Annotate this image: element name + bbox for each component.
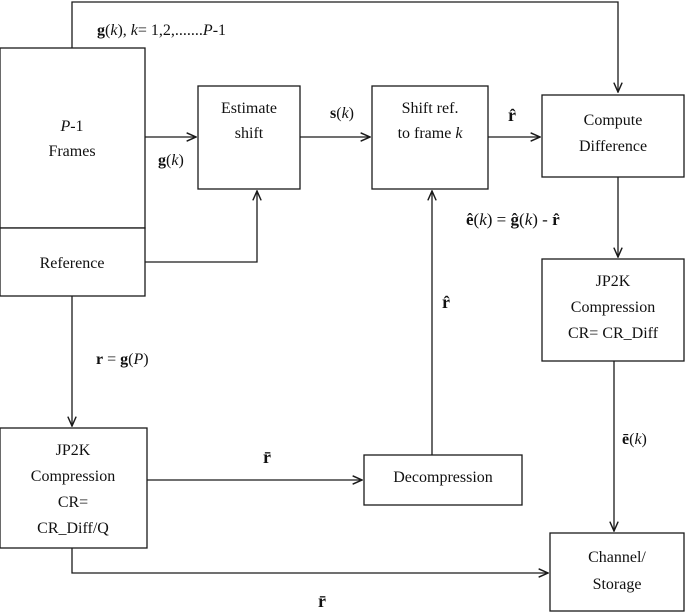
- reference-label: Reference: [40, 255, 105, 272]
- channel-line2: Storage: [593, 576, 642, 593]
- arrow-frames-to-compute: [71, 1, 618, 92]
- frames-box: [0, 47, 146, 229]
- compute-diff-line2: Difference: [579, 138, 647, 155]
- label-r-hat-top: r̂: [508, 105, 516, 125]
- jp2k-ref-line4: CR_Diff/Q: [37, 520, 109, 537]
- channel-storage-box: [549, 532, 685, 612]
- label-s-k: s(k): [330, 105, 354, 122]
- jp2k-diff-line1: JP2K: [596, 273, 631, 290]
- jp2k-ref-line1: JP2K: [56, 442, 91, 459]
- channel-line1: Channel/: [588, 549, 646, 566]
- estimate-shift-box: [197, 85, 301, 190]
- jp2k-ref-box: [0, 427, 148, 549]
- label-r-bar-middle: r̄: [263, 447, 271, 467]
- shift-ref-line2: to frame k: [398, 125, 464, 142]
- arrow-reference-to-estimate: [145, 191, 257, 263]
- decompression-label: Decompression: [393, 469, 493, 486]
- reference-box: [0, 227, 146, 297]
- frames-label-line1: P-1: [59, 118, 83, 135]
- jp2k-diff-box: [541, 258, 685, 362]
- label-r-bar-bottom: r̄: [318, 591, 326, 611]
- label-g-k: g(k): [158, 152, 184, 169]
- jp2k-ref-line3: CR=: [58, 494, 88, 511]
- arrow-jp2k-ref-to-channel: [71, 548, 548, 573]
- estimate-shift-line1: Estimate: [221, 100, 277, 117]
- jp2k-diff-line3: CR= CR_Diff: [568, 325, 659, 342]
- label-r-hat-middle: r̂: [442, 292, 450, 312]
- jp2k-diff-line2: Compression: [571, 299, 655, 316]
- decompression-box: [363, 454, 523, 506]
- label-e-hat-equation: ê(k) = ĝ(k) - r̂: [466, 210, 560, 229]
- compute-difference-box: [541, 94, 685, 178]
- jp2k-ref-line2: Compression: [31, 468, 115, 485]
- label-e-bar-k: ē(k): [622, 431, 647, 448]
- estimate-shift-line2: shift: [235, 125, 264, 142]
- frames-label-line2: Frames: [48, 143, 95, 160]
- compute-diff-line1: Compute: [584, 112, 643, 129]
- label-top-g-k: g(k), k= 1,2,.......P-1: [97, 22, 226, 39]
- label-r-equals-g-p: r = g(P): [96, 351, 149, 368]
- shift-ref-line1: Shift ref.: [402, 100, 459, 117]
- shift-ref-box: [371, 85, 489, 190]
